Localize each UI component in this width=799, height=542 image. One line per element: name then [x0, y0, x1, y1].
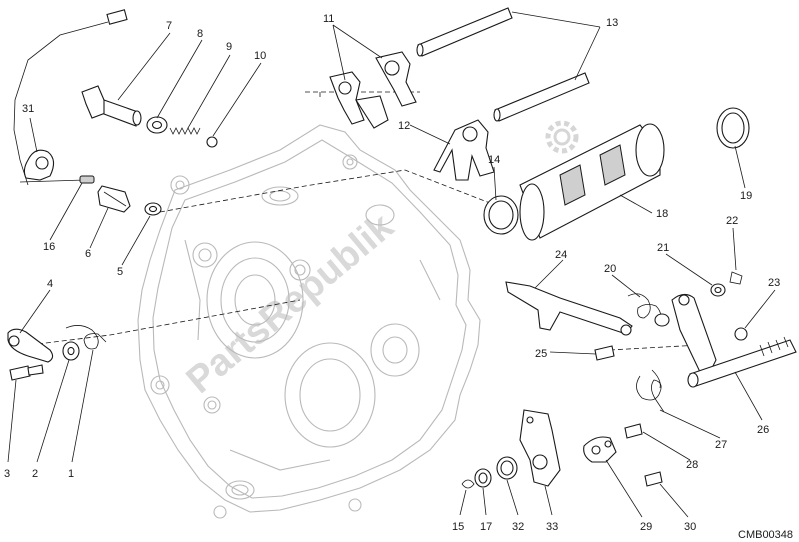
- callout-31: 31: [22, 103, 34, 115]
- callout-30: 30: [684, 521, 696, 533]
- callout-16: 16: [43, 241, 55, 253]
- callout-25: 25: [535, 348, 547, 360]
- callout-24: 24: [555, 249, 567, 261]
- callout-7: 7: [166, 20, 172, 32]
- gear-watermark-icon: [545, 120, 579, 154]
- callout-32: 32: [512, 521, 524, 533]
- callout-11: 11: [323, 13, 334, 25]
- callout-27: 27: [715, 439, 727, 451]
- assembly-axis-lines: [29, 91, 701, 351]
- callout-28: 28: [686, 459, 698, 471]
- callout-3: 3: [4, 468, 10, 480]
- shift-forks-upper: [329, 51, 417, 129]
- callout-8: 8: [197, 28, 203, 40]
- neutral-switch-and-washer: [97, 185, 162, 216]
- fork-shafts: [416, 7, 590, 122]
- callout-29: 29: [640, 521, 652, 533]
- callout-19: 19: [740, 190, 752, 202]
- callout-15: 15: [452, 521, 464, 533]
- callout-2: 2: [32, 468, 38, 480]
- ratchet-pawl: [505, 281, 633, 361]
- callout-33: 33: [546, 521, 558, 533]
- crankcase-half: [137, 124, 481, 519]
- callout-17: 17: [480, 521, 492, 533]
- callout-12: 12: [398, 120, 410, 132]
- callout-9: 9: [226, 41, 232, 53]
- selector-drum: [483, 107, 750, 241]
- shift-lever-left-group: [7, 325, 107, 381]
- callout-14: 14: [488, 154, 500, 166]
- callout-4: 4: [47, 278, 53, 290]
- callout-10: 10: [254, 50, 266, 62]
- watermark-text: PartsRepublik: [179, 205, 402, 402]
- shift-fork-lower: [433, 119, 495, 181]
- diagram-reference-code: CMB00348: [738, 529, 793, 541]
- callout-23: 23: [768, 277, 780, 289]
- callout-26: 26: [757, 424, 769, 436]
- callout-5: 5: [117, 266, 123, 278]
- callout-1: 1: [68, 468, 74, 480]
- callout-18: 18: [656, 208, 668, 220]
- detent-bolt-assembly: [81, 85, 218, 148]
- callout-20: 20: [604, 263, 616, 275]
- callout-leaders: [7, 11, 776, 518]
- callout-21: 21: [657, 242, 669, 254]
- callout-6: 6: [85, 248, 91, 260]
- lower-ratchet-group: [461, 369, 665, 489]
- callout-22: 22: [726, 215, 738, 227]
- shift-shaft-assembly: [627, 271, 797, 388]
- callout-13: 13: [606, 17, 618, 29]
- gear-position-sensor: [13, 9, 128, 186]
- callout-labels: 7 8 9 10 11 13 12 14 31 18 19 16 6 5 22 …: [4, 13, 793, 541]
